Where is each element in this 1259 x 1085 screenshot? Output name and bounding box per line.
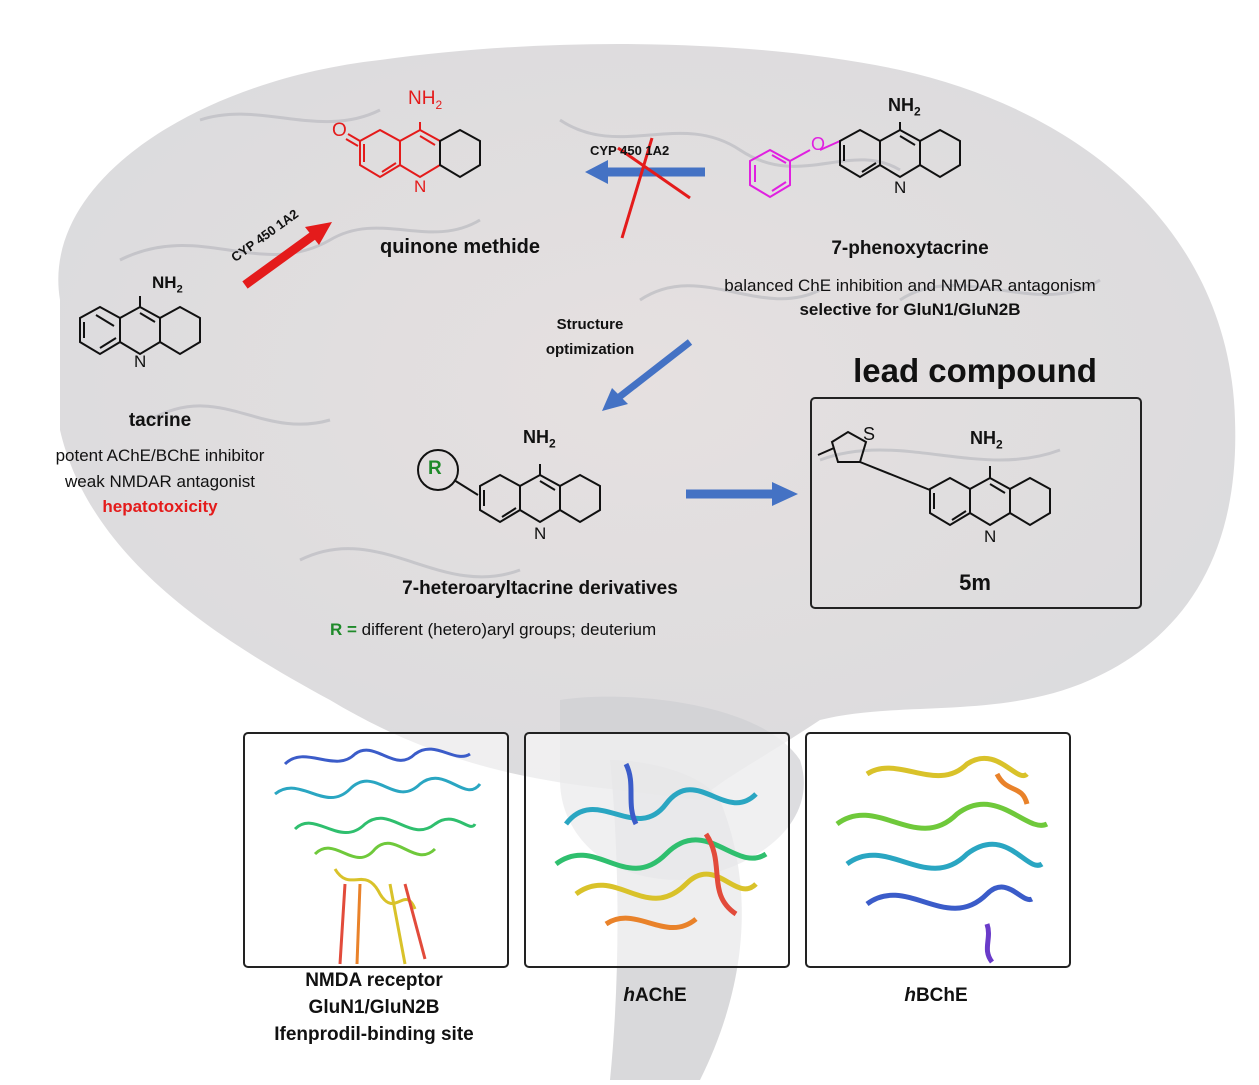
optimization-arrow [602, 339, 693, 411]
hache-structure [554, 762, 768, 931]
phenoxy-nh2: NH2 [888, 95, 921, 119]
hbche-panel [805, 732, 1071, 968]
nmda-receptor-panel [243, 732, 509, 968]
quinone-name: quinone methide [380, 236, 540, 258]
quinone-nh2: NH2 [408, 88, 443, 112]
nmda-receptor-structure [274, 747, 482, 965]
lead-name: 5m [959, 570, 991, 595]
derivatives-ring-n: N [534, 524, 547, 543]
tacrine-desc-3: hepatotoxicity [102, 497, 218, 516]
r-definition: R = different (hetero)aryl groups; deute… [330, 620, 657, 639]
lead-structure [817, 430, 1051, 527]
blocked-label: CYP 450 1A2 [590, 143, 670, 158]
lead-nh2: NH2 [970, 428, 1003, 452]
phenoxy-ring [749, 140, 841, 199]
phenoxy-desc-1: balanced ChE inhibition and NMDAR antago… [724, 276, 1096, 295]
tacrine-structure [79, 296, 201, 356]
phenoxy-name: 7-phenoxytacrine [831, 238, 989, 259]
metabolism-arrow [242, 222, 332, 289]
nmda-caption-2: GluN1/GluN2B [308, 997, 440, 1018]
derivatives-structure [417, 449, 601, 524]
nmda-caption-3: Ifenprodil-binding site [274, 1024, 474, 1045]
lead-ring-n: N [984, 527, 997, 546]
to-lead-arrow [686, 482, 798, 506]
block-cross [617, 137, 691, 239]
lead-sulfur: S [863, 424, 876, 444]
tacrine-name: tacrine [128, 410, 192, 431]
lead-heading: lead compound [853, 352, 1097, 389]
tacrine-nh2: NH2 [152, 273, 183, 296]
tacrine-desc-2: weak NMDAR antagonist [65, 472, 255, 491]
brain-cerebrum [58, 43, 1236, 801]
phenoxy-desc-2: selective for GluN1/GluN2B [799, 300, 1021, 319]
optimization-label-2: optimization [545, 341, 635, 358]
quinone-structure [345, 122, 441, 179]
tacrine-ring-n: N [134, 352, 147, 371]
lead-compound-box [810, 397, 1142, 609]
hbche-caption: hBChE [904, 985, 968, 1006]
derivatives-r: R [428, 458, 442, 479]
hache-panel [524, 732, 790, 968]
hache-caption: hAChE [623, 985, 687, 1006]
derivatives-name: 7-heteroaryltacrine derivatives [402, 578, 678, 599]
phenoxytacrine-structure [839, 122, 961, 179]
optimization-label-1: Structure [556, 316, 624, 333]
quinone-ring-n: N [414, 177, 427, 196]
nmda-caption-1: NMDA receptor [305, 970, 443, 991]
quinone-cyclohexene [439, 128, 481, 179]
derivatives-nh2: NH2 [523, 427, 556, 451]
phenoxy-ring-n: N [894, 178, 907, 197]
tacrine-desc-1: potent AChE/BChE inhibitor [55, 446, 265, 465]
hbche-structure [835, 755, 1049, 964]
quinone-oxygen: O [332, 120, 347, 141]
phenoxy-oxygen: O [811, 134, 826, 154]
